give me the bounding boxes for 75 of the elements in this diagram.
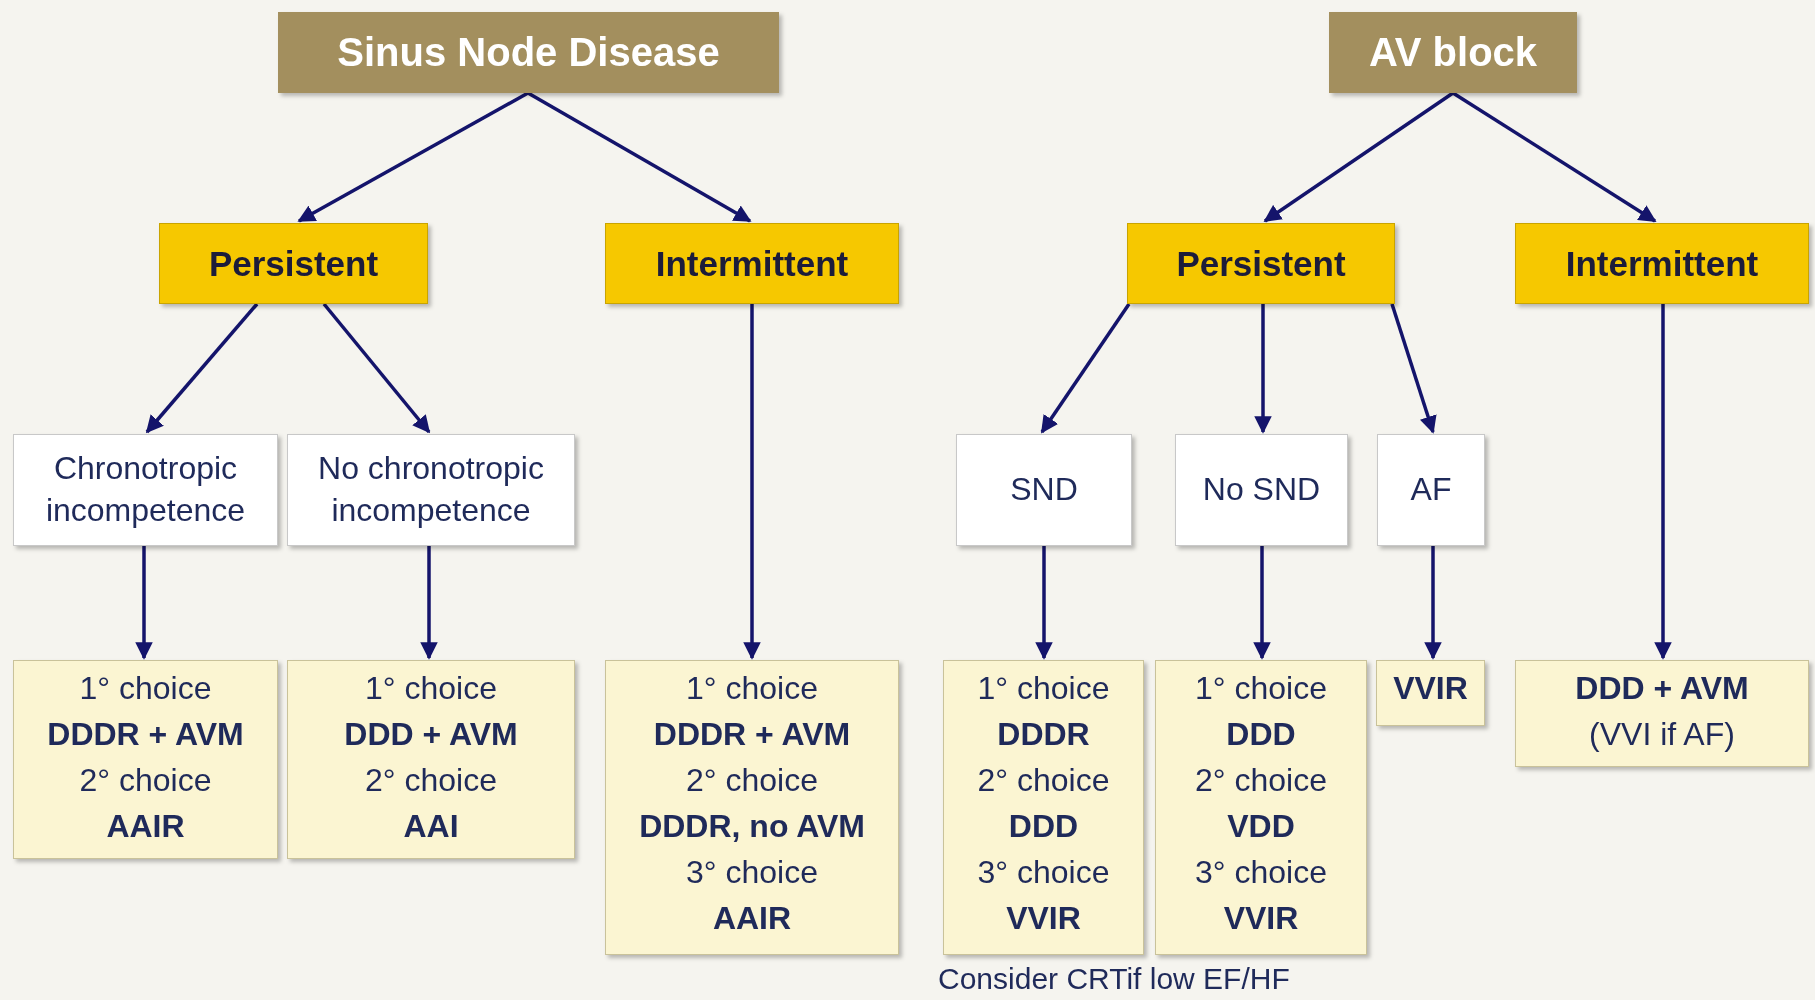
pacing-choice-box	[1515, 660, 1809, 767]
box-label: No SND	[1202, 470, 1321, 510]
device-mode: AAIR	[712, 899, 792, 938]
choice-rank: 2° choice	[686, 761, 818, 800]
choice-rank: 2° choice	[365, 761, 497, 800]
device-mode: DDD	[1226, 715, 1296, 754]
arrow	[1263, 91, 1454, 223]
choice-rank: 1° choice	[365, 669, 497, 708]
box-label: AV block	[1368, 30, 1538, 75]
box-label: No chronotropic incompetence	[317, 449, 545, 530]
device-mode: VVIR	[1006, 899, 1081, 938]
arrow	[1254, 304, 1272, 434]
choice-rank: 2° choice	[977, 761, 1110, 800]
pacing-choice-box	[13, 660, 278, 859]
device-mode: DDD	[1008, 807, 1079, 846]
device-mode: VDD	[1227, 807, 1295, 846]
device-mode: DDDR, no AVM	[639, 807, 865, 846]
pacing-choice-box	[943, 660, 1144, 955]
arrow	[1035, 546, 1053, 660]
arrow	[1040, 303, 1131, 434]
condition-box	[287, 434, 575, 546]
device-mode: DDDR	[997, 715, 1090, 754]
box-label: AF	[1410, 470, 1452, 510]
device-mode: DDDR + AVM	[47, 715, 244, 754]
category-box	[1515, 223, 1809, 304]
box-label: Intermittent	[1565, 243, 1759, 284]
choice-rank: 3° choice	[1195, 853, 1327, 892]
diagnosis-box	[1329, 12, 1577, 93]
pacing-choice-box	[1155, 660, 1367, 955]
category-box	[159, 223, 428, 304]
category-box	[605, 223, 899, 304]
box-label: Persistent	[1176, 243, 1346, 284]
condition-box	[1175, 434, 1348, 546]
arrow	[743, 304, 761, 660]
diagnosis-box	[278, 12, 779, 93]
device-mode: DDD + AVM	[1575, 669, 1749, 708]
condition-box	[956, 434, 1132, 546]
arrow	[1452, 91, 1657, 223]
device-mode: AAI	[403, 807, 459, 846]
pacing-choice-box	[1376, 660, 1485, 726]
choice-rank: 1° choice	[79, 669, 212, 708]
arrow	[135, 546, 153, 660]
condition-box	[13, 434, 278, 546]
box-label: Intermittent	[655, 243, 849, 284]
choice-rank: (VVI if AF)	[1589, 715, 1735, 754]
device-mode: AAIR	[106, 807, 185, 846]
device-mode: VVIR	[1223, 899, 1299, 938]
arrow	[322, 302, 431, 434]
pacing-choice-box	[605, 660, 899, 955]
arrow	[527, 91, 752, 223]
box-label: Chronotropic incompetence	[44, 449, 247, 530]
box-label: Sinus Node Disease	[337, 30, 720, 75]
choice-rank: 2° choice	[79, 761, 212, 800]
choice-rank: 1° choice	[977, 669, 1110, 708]
choice-rank: 3° choice	[977, 853, 1110, 892]
device-mode: VVIR	[1393, 669, 1468, 708]
category-box	[1127, 223, 1395, 304]
note-text: Consider CRTif low EF/HF	[938, 962, 1290, 996]
arrow	[1390, 303, 1437, 434]
arrow	[420, 546, 438, 660]
choice-rank: 1° choice	[686, 669, 818, 708]
arrow	[1253, 546, 1271, 660]
pacing-choice-box	[287, 660, 575, 859]
device-mode: DDD + AVM	[344, 715, 518, 754]
choice-rank: 3° choice	[686, 853, 818, 892]
arrow	[1424, 546, 1442, 660]
arrow	[297, 91, 529, 223]
choice-rank: 2° choice	[1195, 761, 1327, 800]
choice-rank: 1° choice	[1195, 669, 1327, 708]
box-label: SND	[1010, 470, 1078, 510]
arrow	[1654, 304, 1672, 660]
condition-box	[1377, 434, 1485, 546]
box-label: Persistent	[208, 243, 379, 284]
arrow	[145, 302, 259, 434]
device-mode: DDDR + AVM	[653, 715, 851, 754]
